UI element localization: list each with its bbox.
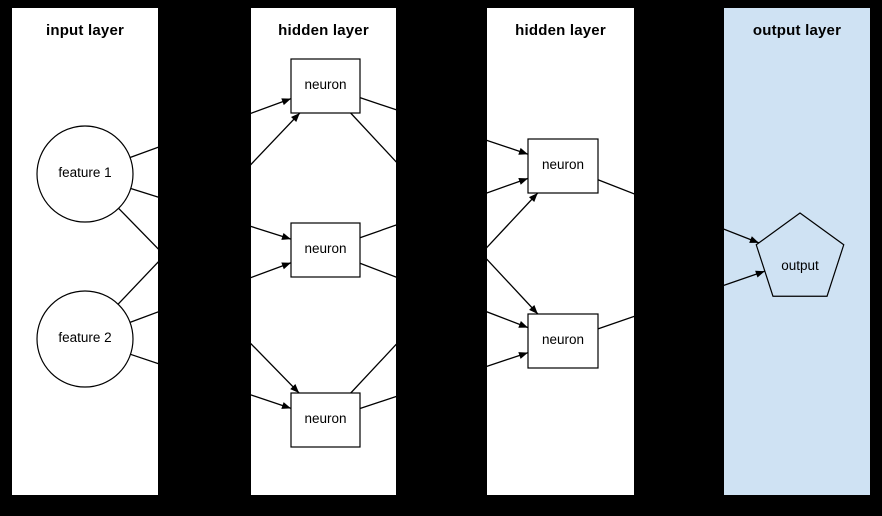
node-feature-1[interactable] bbox=[36, 125, 134, 223]
layer-hidden-1[interactable]: hidden layer neuron neuron neuron bbox=[251, 8, 396, 495]
connection-arrowhead bbox=[529, 304, 538, 314]
node-label-hidden1-neuron-2: neuron bbox=[304, 241, 347, 256]
connection-line bbox=[251, 98, 292, 114]
connection-line bbox=[359, 395, 396, 410]
connection-line bbox=[130, 353, 158, 365]
connection-arrowhead bbox=[281, 232, 291, 240]
connection-arrowhead bbox=[518, 177, 528, 185]
node-label-feature-2: feature 2 bbox=[58, 330, 112, 345]
node-shapes-hidden-1 bbox=[290, 58, 361, 448]
node-label-feature-1: feature 1 bbox=[58, 165, 112, 180]
connection-line bbox=[118, 207, 158, 250]
connection-line bbox=[724, 228, 760, 244]
node-shapes-hidden-2 bbox=[527, 138, 599, 369]
node-shapes-input bbox=[36, 125, 134, 388]
connection-line bbox=[359, 97, 396, 111]
connection-arrowhead bbox=[528, 193, 538, 203]
connection-line bbox=[487, 258, 539, 315]
layer-title-hidden-1: hidden layer bbox=[278, 22, 369, 39]
node-hidden1-neuron-1[interactable] bbox=[290, 58, 361, 114]
layer-title-output: output layer bbox=[752, 22, 842, 39]
connection-arrowhead bbox=[290, 384, 300, 393]
node-feature-2[interactable] bbox=[36, 290, 134, 388]
connection-line bbox=[487, 352, 529, 367]
connection-lines-hidden-2 bbox=[487, 139, 634, 367]
layer-title-hidden-2: hidden layer bbox=[515, 22, 606, 39]
connection-lines-hidden-1 bbox=[251, 97, 396, 410]
layer-output[interactable]: output layer output bbox=[724, 8, 870, 495]
layer-title-input: input layer bbox=[45, 22, 125, 39]
connection-line bbox=[487, 192, 539, 249]
connection-line bbox=[487, 177, 529, 194]
node-label-output-node: output bbox=[781, 258, 819, 273]
connection-arrowhead bbox=[518, 321, 528, 328]
layer-hidden-2[interactable]: hidden layer neuron neuron bbox=[487, 8, 634, 495]
connection-line bbox=[350, 343, 396, 394]
connection-line bbox=[129, 146, 158, 159]
node-label-hidden2-neuron-2: neuron bbox=[541, 332, 585, 347]
connection-line bbox=[359, 262, 396, 278]
connection-line bbox=[597, 315, 634, 330]
connection-arrowhead bbox=[281, 98, 291, 106]
connection-line bbox=[251, 394, 292, 409]
connection-line bbox=[350, 112, 396, 163]
connection-line bbox=[117, 261, 158, 305]
connection-arrowhead bbox=[518, 147, 528, 155]
node-hidden1-neuron-3[interactable] bbox=[290, 392, 361, 448]
connection-line bbox=[251, 342, 300, 394]
node-hidden2-neuron-2[interactable] bbox=[527, 313, 599, 369]
connection-line bbox=[251, 262, 292, 279]
connection-arrowhead bbox=[518, 352, 528, 359]
connection-arrowhead bbox=[281, 262, 291, 270]
node-label-hidden2-neuron-1: neuron bbox=[541, 157, 585, 172]
connection-line bbox=[487, 139, 529, 155]
connection-arrowhead bbox=[281, 402, 291, 409]
connection-line bbox=[359, 224, 396, 239]
connection-lines-output bbox=[724, 228, 766, 286]
node-output-node[interactable] bbox=[755, 212, 845, 297]
connection-line bbox=[597, 179, 634, 195]
connection-line bbox=[130, 187, 158, 198]
node-hidden1-neuron-2[interactable] bbox=[290, 222, 361, 278]
connection-line bbox=[251, 225, 292, 240]
connection-line bbox=[724, 270, 766, 286]
node-hidden2-neuron-1[interactable] bbox=[527, 138, 599, 194]
node-shapes-output bbox=[755, 212, 845, 297]
connection-arrowhead bbox=[755, 270, 765, 278]
node-label-hidden1-neuron-1: neuron bbox=[304, 77, 347, 92]
connection-lines-input bbox=[117, 146, 158, 365]
connection-line bbox=[251, 112, 301, 166]
connection-line bbox=[487, 311, 529, 329]
layer-input[interactable]: input layer feature 1 feature 2 bbox=[12, 8, 158, 495]
connection-line bbox=[129, 311, 158, 323]
connection-arrowhead bbox=[749, 236, 759, 243]
node-label-hidden1-neuron-3: neuron bbox=[304, 411, 347, 426]
connection-arrowhead bbox=[291, 113, 300, 123]
